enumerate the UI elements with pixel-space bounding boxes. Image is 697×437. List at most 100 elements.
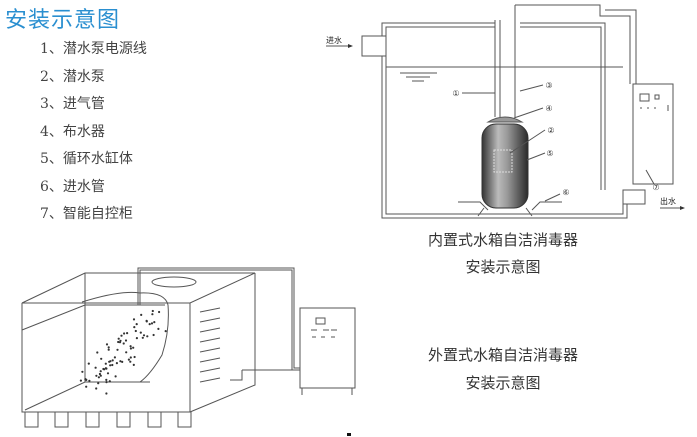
internal-markers: ① ② ③ ④ ⑤ ⑥ ⑦ [452,81,659,197]
bubble [125,351,128,354]
legend-item: 4、布水器 [40,123,105,140]
bubble [145,320,148,323]
bubble [81,370,84,373]
external-cabinet-buttons [311,329,337,338]
bubble [146,335,149,338]
bubble [96,351,99,354]
bubble [99,370,102,373]
outlet-label: 出水 [660,196,676,206]
bubble [105,378,108,381]
tank-inner-lines [21,273,165,411]
bubble [100,357,103,360]
distributor [486,116,524,123]
external-control-cabinet [299,307,356,389]
internal-caption-line1: 内置式水箱自洁消毒器 [428,231,578,249]
cabinet-legs [301,388,353,395]
inlet-label: 进水 [326,35,342,45]
bubble [141,336,144,339]
power-cable [494,20,501,117]
external-caption-line1: 外置式水箱自洁消毒器 [428,346,578,364]
bubble [104,362,107,365]
bubble [111,359,114,362]
bubble [151,313,154,316]
manhole-lid [151,276,197,288]
marker-2: ② [547,126,554,135]
bubble [111,363,114,367]
bubble [135,323,138,326]
bubble [104,367,107,370]
leader-lines [462,84,655,202]
bubbles [79,309,167,395]
bubble [106,372,110,375]
bubble [148,323,151,326]
bubble [88,379,91,382]
marker-5: ⑤ [546,149,553,158]
external-cabinet-display [315,317,326,325]
legend-item: 5、循环水缸体 [40,151,133,167]
bubble [79,379,82,382]
bubble [95,387,98,390]
control-cabinet [632,83,674,185]
cabinet-buttons [640,105,669,111]
legend-item: 7、智能自控柜 [40,206,133,222]
bubble [129,345,132,348]
bubble [129,360,132,363]
bubble [132,346,135,349]
tank-outer-wall [381,22,628,219]
bubble [129,347,132,350]
page-title: 安装示意图 [5,8,121,33]
bubble [97,376,100,379]
bubble [84,378,87,381]
bubble [119,360,122,363]
bubble [117,337,120,340]
outlet-pipe [622,189,646,205]
legend-item: 1、潜水泵电源线 [40,41,147,57]
bubble [133,326,136,329]
marker-3: ③ [545,81,552,90]
bubble [132,318,136,321]
tank-front [21,303,191,413]
tank-right [189,273,256,413]
bubble [135,337,138,340]
tank-inner-wall [385,26,624,215]
bubble [140,313,143,316]
bubble [150,322,154,325]
bubble [105,343,109,346]
bubble [97,382,100,385]
marker-1: ① [452,89,459,98]
bubble [107,346,110,349]
bubble [102,367,105,371]
bubble [99,374,102,377]
legend-item: 6、进水管 [40,178,105,195]
water-surface-mark [400,72,437,82]
bubble [107,348,110,351]
bubble [122,342,125,345]
bubble [85,385,88,388]
bubble [126,332,129,335]
vent-slats [199,307,221,383]
external-caption-line2: 安装示意图 [465,374,540,392]
bubble [121,360,124,363]
bubble [124,339,128,342]
pump [493,149,513,173]
bubble [133,355,136,359]
small-mark [347,433,351,436]
legend-item: 3、进气管 [40,96,105,112]
bubble [113,356,116,359]
bubble [127,358,130,361]
bubble [164,330,167,333]
bubble [132,363,135,366]
bubble [129,356,132,359]
cutaway-edge [81,291,169,383]
bubble [108,380,111,383]
bubble [151,309,154,313]
internal-caption-line2: 安装示意图 [465,258,540,276]
marker-4: ④ [545,104,552,113]
bubble [158,310,161,314]
bubble [116,348,119,351]
bubble [152,333,155,337]
bubble [153,321,156,324]
bubble [109,364,112,367]
bubble [157,327,160,330]
air-pipe [514,4,637,117]
